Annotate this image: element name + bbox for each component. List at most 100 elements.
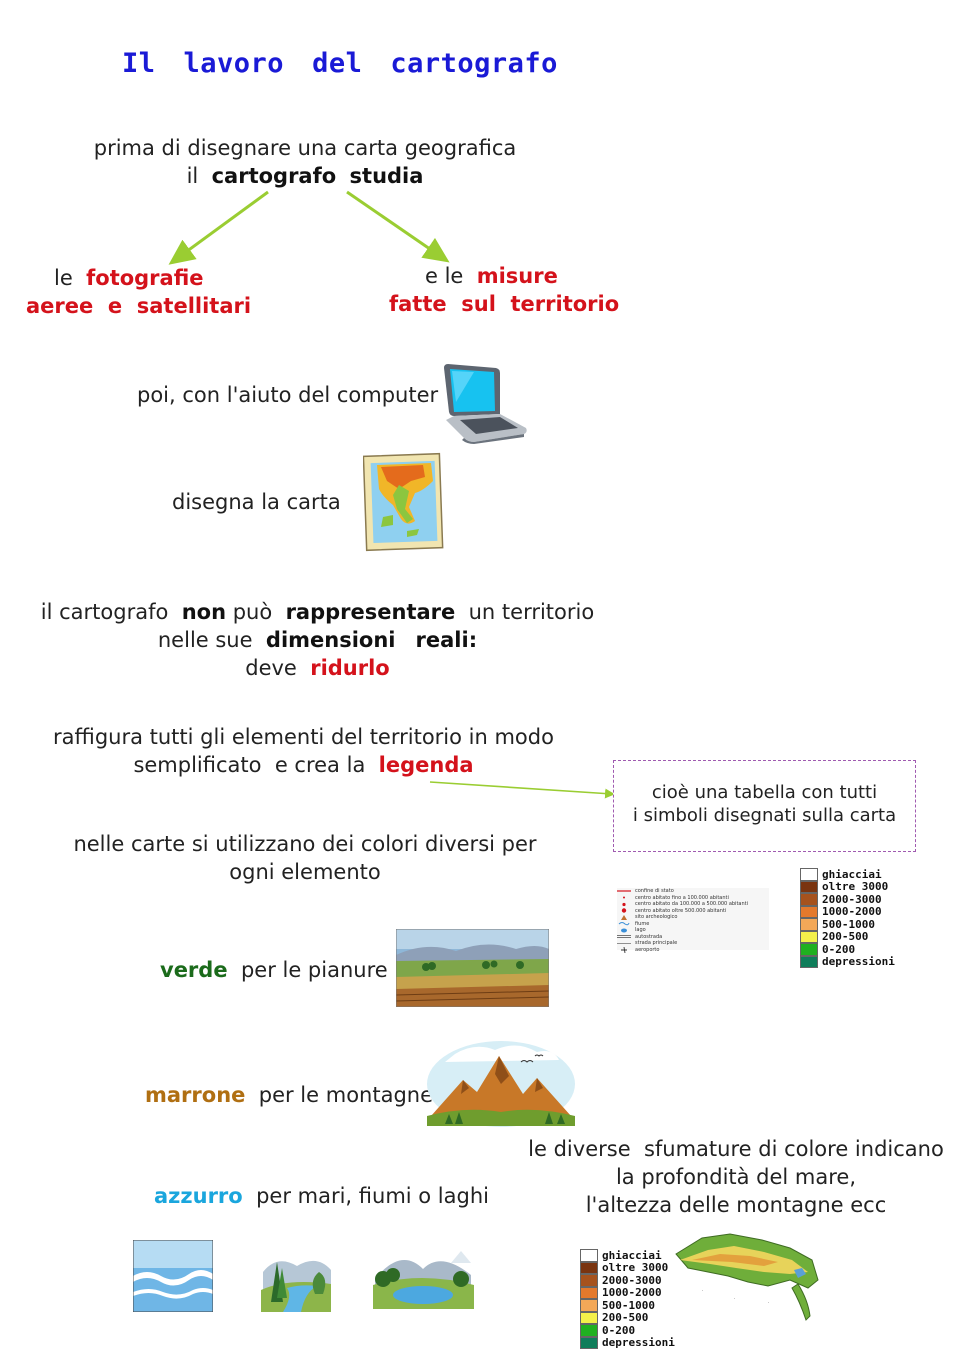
word-marrone: marrone	[145, 1083, 246, 1107]
legend-row: oltre 3000	[800, 880, 895, 893]
legend-swatch	[800, 905, 818, 918]
sea-picture	[133, 1240, 213, 1312]
draw-text: disegna la carta	[172, 490, 341, 514]
legend-definition-box: cioè una tabella con tutti i simboli dis…	[613, 760, 916, 852]
title-word: lavoro	[183, 48, 285, 79]
intro-block: prima di disegnare una carta geografica …	[60, 134, 550, 190]
legend-swatch	[800, 943, 818, 956]
legend-label: ghiacciai	[602, 1248, 662, 1262]
symbol-label: fiume	[635, 920, 650, 927]
word-verde: verde	[160, 958, 228, 982]
legend-label: 200-500	[822, 930, 869, 944]
svg-text:·: ·	[734, 1296, 735, 1301]
highlight-legenda: legenda	[378, 753, 474, 777]
reduce-block: il cartografo non può rappresentare un t…	[40, 598, 595, 682]
legend-label: depressioni	[822, 955, 895, 969]
ruin-icon	[617, 914, 631, 920]
legend-swatch	[580, 1249, 598, 1262]
plane-icon	[617, 946, 631, 953]
symbol-label: confine di stato	[635, 888, 674, 894]
legend-row: ghiacciai	[580, 1249, 675, 1262]
symbol-row: sito archeologico	[617, 914, 769, 921]
legend-row: 0-200	[580, 1324, 675, 1337]
legend-row: 200-500	[580, 1311, 675, 1325]
shades-line-2: la profondità del mare,	[615, 1165, 857, 1189]
legend-swatch	[800, 930, 818, 943]
word-azzurro: azzurro	[154, 1184, 243, 1208]
legend-swatch	[800, 893, 818, 906]
river-picture	[261, 1260, 331, 1312]
shades-line-3: l'altezza delle montagne ecc	[585, 1193, 887, 1217]
symbol-row: strada principale	[617, 940, 769, 947]
single-line-icon	[617, 940, 631, 946]
laptop-icon	[444, 364, 527, 444]
colors-intro-line-1: nelle carte si utilizzano dei colori div…	[73, 832, 537, 856]
legend-row: 500-1000	[800, 918, 895, 931]
reduce-line-3: deve ridurlo	[245, 656, 390, 680]
plains-picture	[396, 929, 549, 1007]
legend-row: depressioni	[800, 955, 895, 969]
legend-swatch	[580, 1299, 598, 1312]
symbol-row: centro abitato fino a 100.000 abitanti	[617, 895, 769, 902]
blue-wave-icon	[617, 921, 631, 927]
title-word: Il	[122, 48, 156, 79]
highlight-fotografie: fotografie	[86, 266, 204, 290]
legend-row: 0-200	[800, 943, 895, 956]
legend-row: 2000-3000	[800, 893, 895, 906]
legend-swatch	[800, 880, 818, 893]
simplify-line-2: semplificato e crea la legenda	[133, 753, 474, 777]
symbol-row: fiume	[617, 921, 769, 928]
dot-small-icon	[617, 895, 631, 901]
brown-line: marrone per le montagne	[145, 1083, 434, 1107]
legend-swatch	[800, 955, 818, 968]
reduce-line-1: il cartografo non può rappresentare un t…	[40, 600, 595, 624]
arrow-right	[346, 190, 450, 263]
svg-text:·: ·	[702, 1288, 703, 1293]
legend-label: depressioni	[602, 1336, 675, 1350]
mountains-picture	[427, 1041, 575, 1127]
symbol-label: strada principale	[635, 940, 678, 946]
legend-row: oltre 3000	[580, 1261, 675, 1274]
legend-swatch	[580, 1311, 598, 1324]
shades-block: le diverse sfumature di colore indicano …	[526, 1135, 946, 1219]
dot-large-icon	[617, 908, 631, 914]
symbol-row: lago	[617, 927, 769, 934]
symbol-label: centro abitato da 100.000 a 500.000 abit…	[635, 901, 748, 907]
symbol-row: aeroporto	[617, 947, 769, 954]
reduce-line-2: nelle sue dimensioni reali:	[157, 628, 478, 652]
legend-swatch	[580, 1286, 598, 1299]
legend-row: 1000-2000	[580, 1286, 675, 1299]
highlight-fatte: fatte sul territorio	[389, 292, 620, 316]
legend-swatch	[580, 1261, 598, 1274]
lake-picture	[373, 1251, 474, 1309]
colors-intro: nelle carte si utilizzano dei colori div…	[40, 830, 570, 886]
symbol-label: centro abitato fino a 100.000 abitanti	[635, 894, 729, 901]
symbol-row: centro abitato oltre 500.000 abitanti	[617, 908, 769, 915]
intro-line-2: il cartografo studia	[186, 164, 424, 188]
symbol-label: sito archeologico	[635, 914, 678, 920]
legend-label: 0-200	[822, 942, 856, 956]
simplify-line-1: raffigura tutti gli elementi del territo…	[53, 725, 554, 749]
legend-swatch	[580, 1324, 598, 1337]
symbol-label: autostrada	[635, 933, 663, 940]
svg-text:·: ·	[768, 1300, 769, 1305]
computer-text: poi, con l'aiuto del computer	[137, 383, 439, 407]
legend-label: 200-500	[602, 1311, 649, 1325]
legend-label: 2000-3000	[602, 1273, 662, 1287]
definition-line-1: cioè una tabella con tutti	[651, 782, 878, 803]
legend-row: 200-500	[800, 930, 895, 944]
left-branch: le fotografie aeree e satellitari	[26, 266, 252, 318]
symbol-label: aeroporto	[635, 946, 660, 953]
legend-label: 500-1000	[602, 1298, 655, 1312]
symbol-row: autostrada	[617, 934, 769, 941]
legend-swatch	[800, 918, 818, 931]
definition-line-2: i simboli disegnati sulla carta	[632, 805, 897, 826]
symbol-row: confine di stato	[617, 888, 769, 895]
colors-intro-line-2: ogni elemento	[229, 860, 381, 884]
legend-label: 0-200	[602, 1323, 636, 1337]
